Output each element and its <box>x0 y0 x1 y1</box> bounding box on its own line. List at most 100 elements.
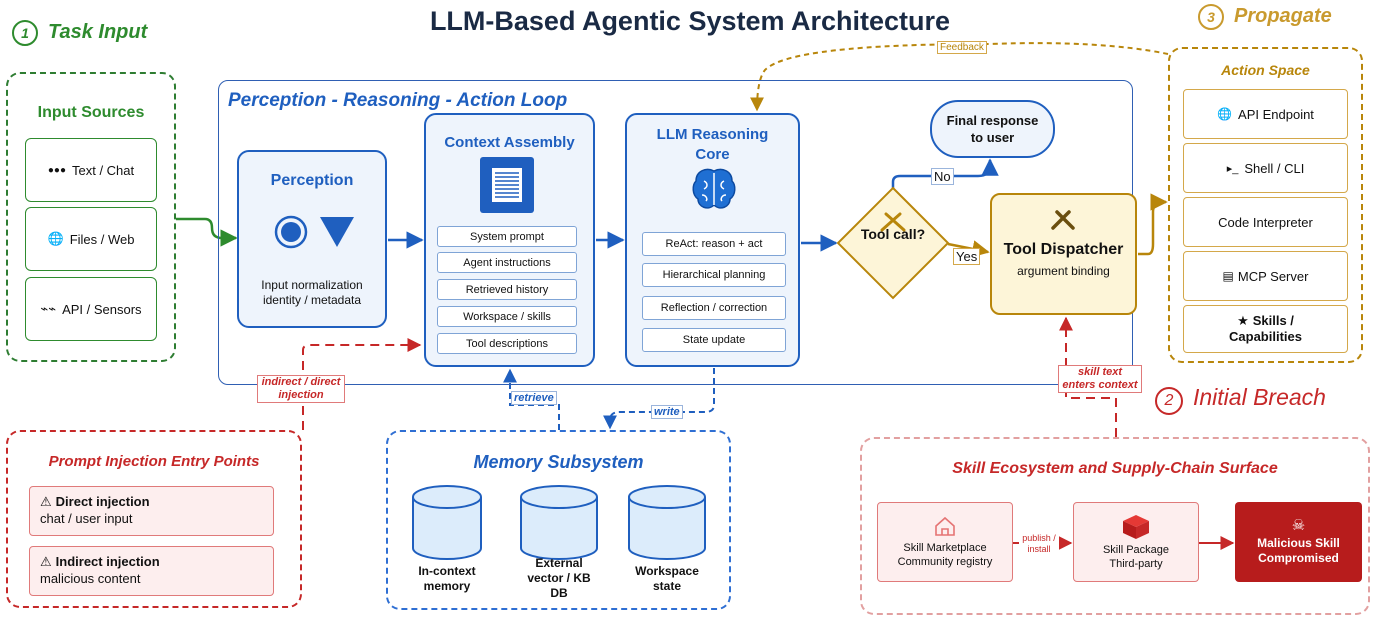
section-number-badge: 3 <box>1198 4 1224 30</box>
memory-subsystem-heading: Memory Subsystem <box>473 452 644 472</box>
perception-title: Perception <box>270 172 354 189</box>
toolcall-diamond <box>836 186 950 300</box>
skill-text-line: enters context <box>1062 379 1138 391</box>
edge-dispatcher-to-action <box>1138 193 1168 256</box>
tool-dispatcher-subtitle: argument binding <box>1017 264 1110 278</box>
package-line: Third-party <box>1109 558 1163 570</box>
injection-title: Indirect injection <box>55 554 160 569</box>
package-line: Skill Package <box>1102 544 1170 556</box>
final-response-line: Final response <box>946 113 1039 128</box>
injection-edge-label-line: indirect / direct <box>261 376 341 388</box>
action-item-api-endpoint: 🌐 API Endpoint <box>1183 89 1348 139</box>
input-item-label: Text / Chat <box>71 162 135 178</box>
signal-icon: ⌁⌁ <box>40 301 57 316</box>
direct-injection-item: ⚠Direct injection chat / user input <box>29 486 274 536</box>
cylinder-external-vector <box>520 485 598 560</box>
toolcall-label: Tool call? <box>860 226 926 242</box>
skill-text-edge-label: skill text enters context <box>1058 365 1142 393</box>
input-item-label: API / Sensors <box>62 301 142 317</box>
memory-store-label-in-context: In-context memory <box>387 564 507 594</box>
terminal-icon: ▸_ <box>1226 162 1239 175</box>
memory-store-line: memory <box>423 579 471 593</box>
input-item-files-web: 🌐 Files / Web <box>25 207 157 271</box>
star-icon: ★ <box>1237 313 1249 328</box>
llm-title-line: Core <box>695 146 730 163</box>
context-item: Agent instructions <box>437 252 577 273</box>
llm-item: Hierarchical planning <box>642 263 786 287</box>
tool-dispatcher-card <box>990 193 1137 315</box>
publish-install-label: publish / install <box>1019 533 1059 555</box>
document-icon <box>480 157 534 213</box>
memory-store-line: DB <box>550 586 568 600</box>
section-label: Propagate <box>1234 5 1332 27</box>
malicious-line: Compromised <box>1258 551 1339 565</box>
perception-description: Input normalization identity / metadata <box>237 278 387 308</box>
llm-item: Reflection / correction <box>642 296 786 320</box>
globe-icon: 🌐 <box>47 231 64 246</box>
context-item: Tool descriptions <box>437 333 577 354</box>
context-item: System prompt <box>437 226 577 247</box>
llm-title-line: LLM Reasoning <box>656 126 769 143</box>
injection-edge-label-line: injection <box>278 389 324 401</box>
section-number-badge: 2 <box>1155 387 1183 415</box>
feedback-label: Feedback <box>937 41 987 54</box>
skill-text-line: skill text <box>1077 366 1123 378</box>
perception-card <box>237 150 387 328</box>
perception-sense-icon <box>274 215 354 249</box>
no-label: No <box>931 168 954 185</box>
edge-injection <box>302 338 422 430</box>
tools-icon <box>880 212 906 232</box>
skull-icon: ☠ <box>1291 517 1306 534</box>
action-item-shell-cli: ▸_Shell / CLI <box>1183 143 1348 193</box>
memory-store-line: In-context <box>418 564 476 578</box>
wrench-hammer-icon <box>1051 210 1075 230</box>
warning-icon: ⚠ <box>40 554 52 569</box>
action-space-panel <box>1168 47 1363 363</box>
edge-skill-to-dispatcher <box>1059 316 1117 437</box>
dots-icon: ●●● <box>47 164 66 176</box>
marketplace-line: Community registry <box>897 556 993 568</box>
skill-ecosystem-panel <box>860 437 1370 615</box>
memory-store-label-external: External vector / KB DB <box>499 556 619 601</box>
injection-edge-label: indirect / direct injection <box>257 375 345 403</box>
context-item: Workspace / skills <box>437 306 577 327</box>
loop-label: Perception - Reasoning - Action Loop <box>228 90 568 111</box>
server-icon: ▤ <box>1222 269 1234 283</box>
publish-line: publish / <box>1022 533 1056 543</box>
input-item-label: Files / Web <box>69 231 135 247</box>
skill-package-box: Skill Package Third-party <box>1073 502 1199 582</box>
memory-store-line: Workspace <box>635 564 699 578</box>
tool-dispatcher-title: Tool Dispatcher <box>1003 241 1124 258</box>
final-response-line: to user <box>970 130 1015 145</box>
action-item-label: API Endpoint <box>1238 106 1314 122</box>
injection-desc: chat / user input <box>40 511 133 526</box>
skill-marketplace-box: Skill Marketplace Community registry <box>877 502 1013 582</box>
perception-desc-line: Input normalization <box>261 278 363 292</box>
action-item-label: MCP Server <box>1237 268 1309 284</box>
globe-icon: 🌐 <box>1217 107 1233 121</box>
action-item-label: Capabilities <box>1229 329 1302 344</box>
context-item: Retrieved history <box>437 279 577 300</box>
write-label: write <box>651 405 683 419</box>
action-item-mcp-server: ▤MCP Server <box>1183 251 1348 301</box>
retrieve-label: retrieve <box>511 391 557 405</box>
malicious-skill-box: ☠ Malicious Skill Compromised <box>1235 502 1362 582</box>
house-icon <box>935 516 955 536</box>
skill-ecosystem-heading: Skill Ecosystem and Supply-Chain Surface <box>952 460 1278 477</box>
action-space-heading: Action Space <box>1221 62 1310 78</box>
action-item-label: Skills / <box>1252 313 1294 328</box>
action-item-label: Code Interpreter <box>1218 214 1313 230</box>
page-title: LLM-Based Agentic System Architecture <box>429 6 951 36</box>
memory-store-line: External <box>535 556 583 570</box>
action-item-skills: ★Skills / Capabilities <box>1183 305 1348 353</box>
section-number-badge: 1 <box>12 20 38 46</box>
package-icon <box>1122 515 1149 539</box>
input-sources-panel <box>6 72 176 362</box>
context-assembly-title: Context Assembly <box>444 134 575 151</box>
indirect-injection-item: ⚠Indirect injection malicious content <box>29 546 274 596</box>
injection-title: Direct injection <box>55 494 150 509</box>
section-propagate: 3 Propagate <box>1198 4 1332 30</box>
memory-store-label-workspace: Workspace state <box>607 564 727 594</box>
